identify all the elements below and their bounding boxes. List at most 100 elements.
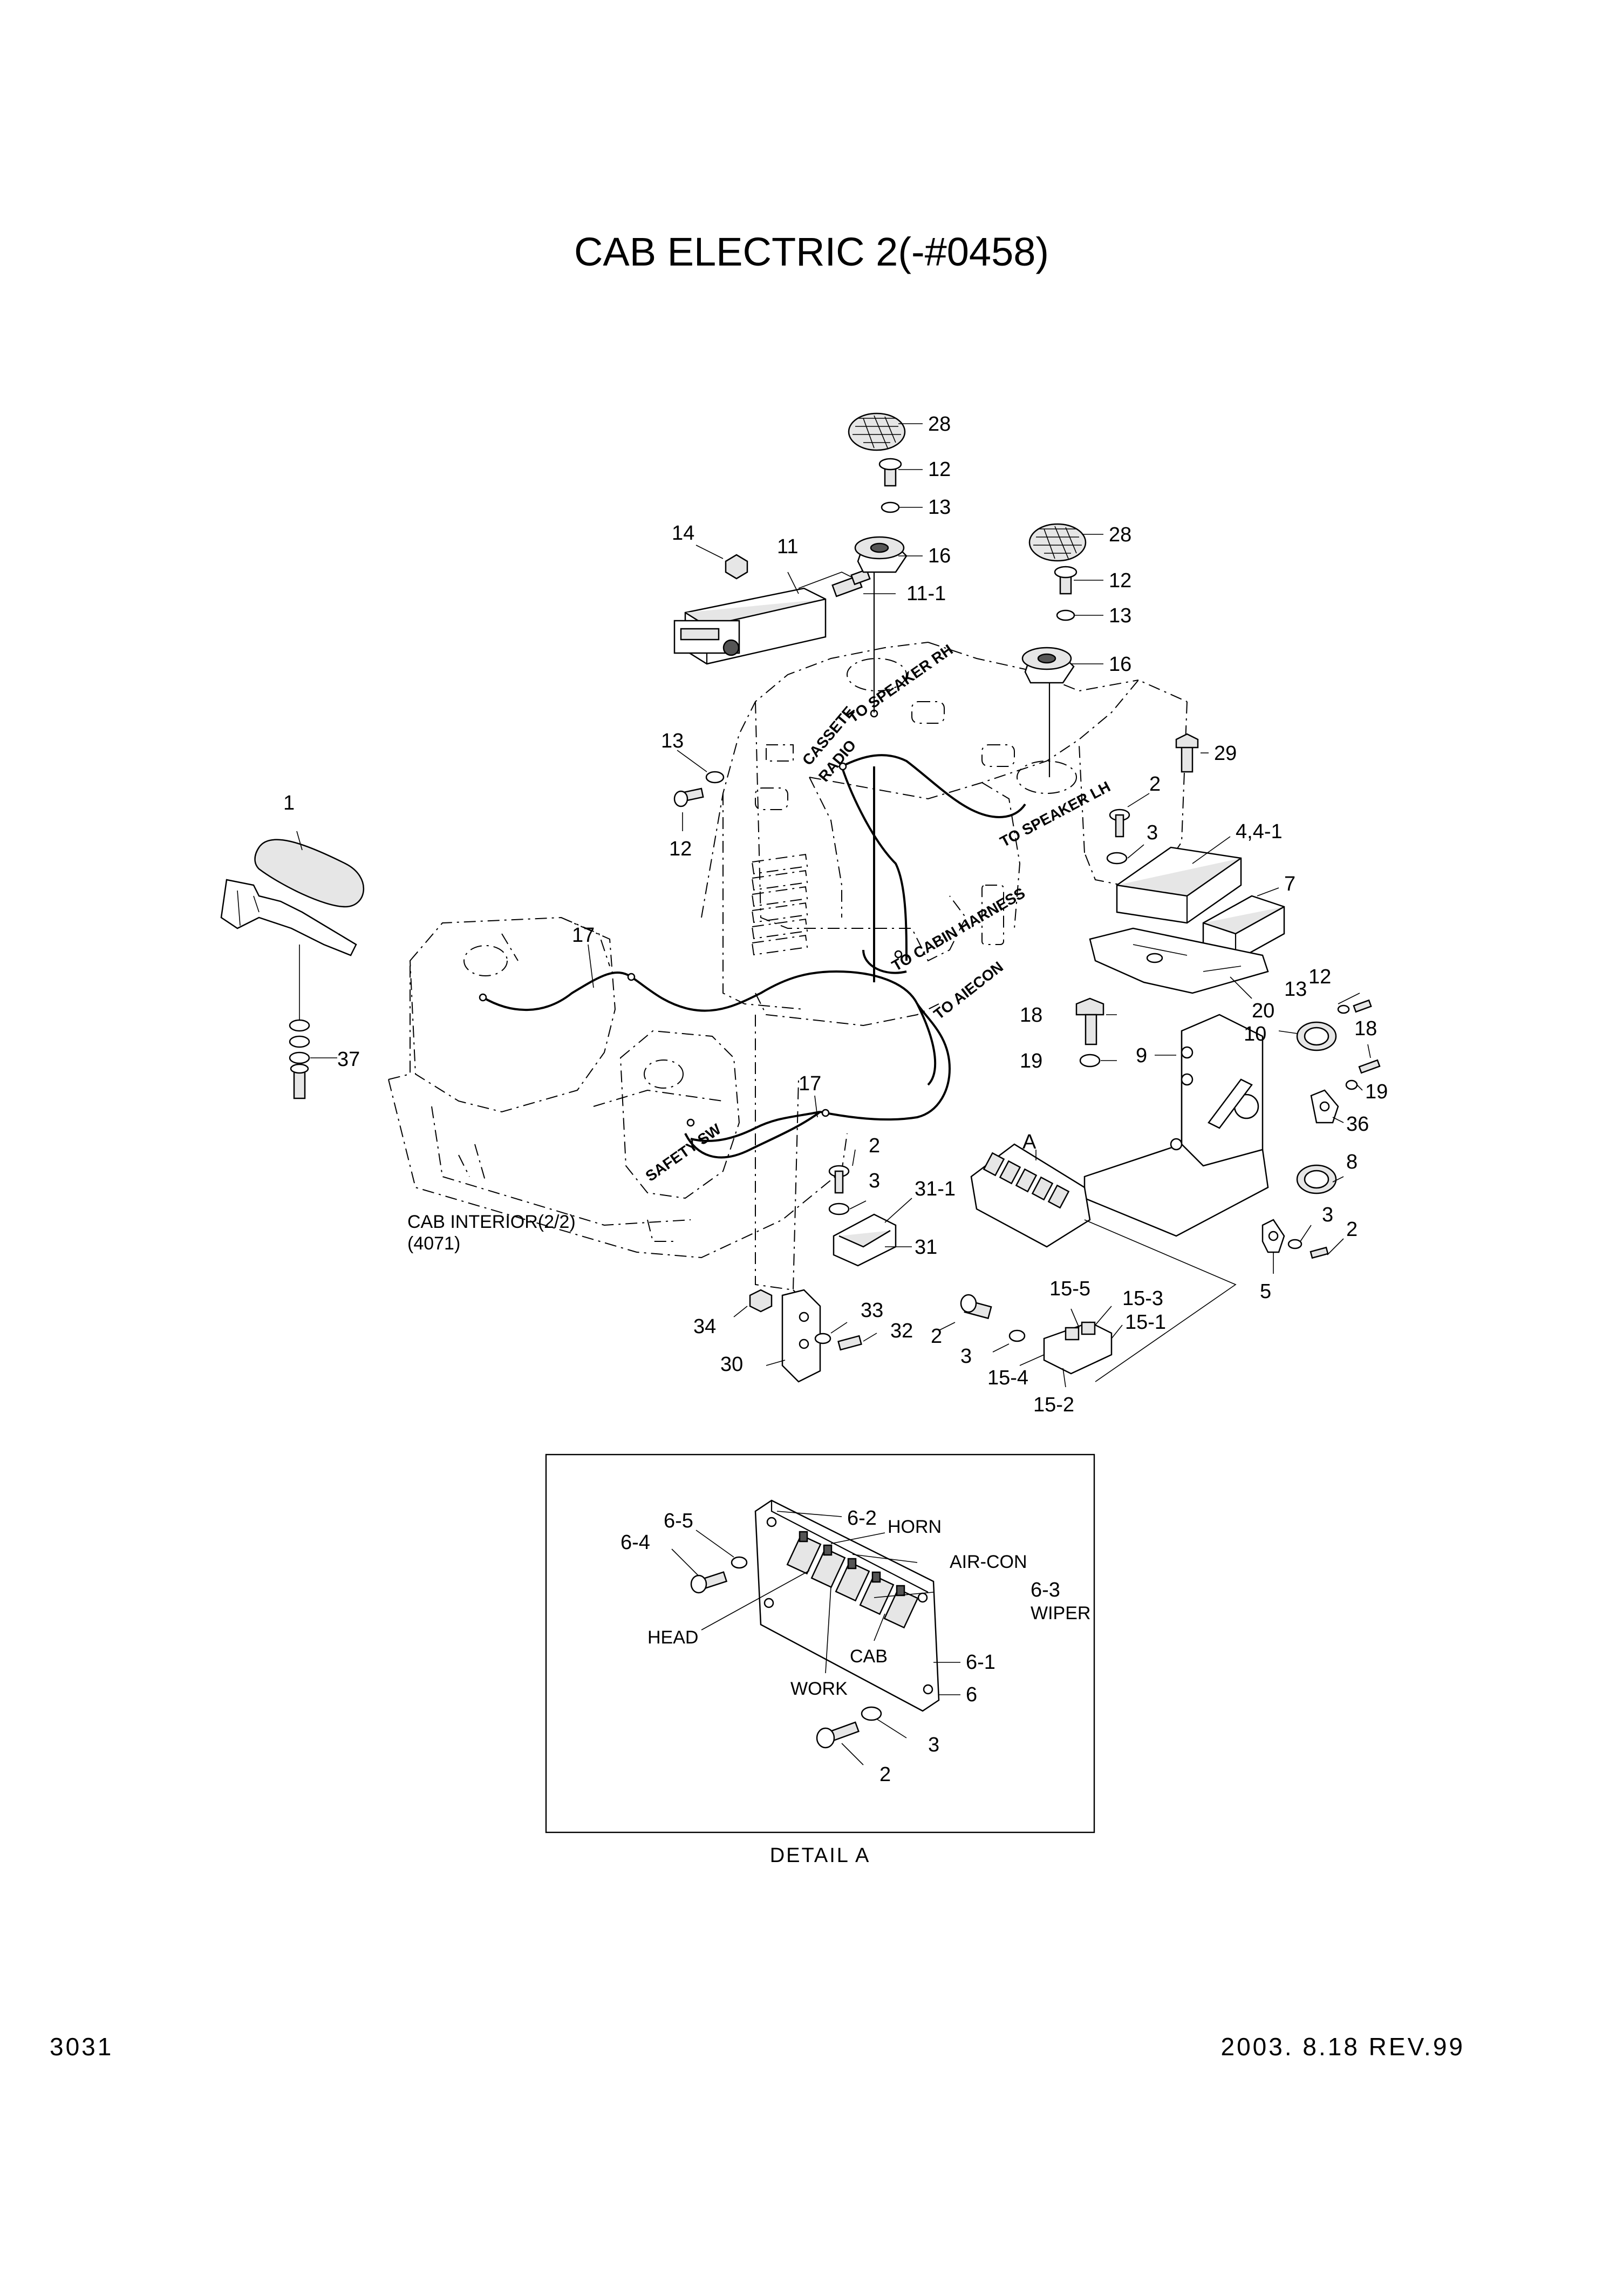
callout: 33: [861, 1299, 883, 1322]
speaker-assembly-upper: [848, 412, 908, 712]
callout: 18: [1354, 1017, 1377, 1040]
callout: 4,4-1: [1236, 820, 1283, 843]
callout: 13: [661, 730, 684, 752]
callout: 18: [1020, 1004, 1042, 1027]
callout: 3: [1322, 1204, 1333, 1226]
callout: 32: [890, 1320, 913, 1342]
wire-label-speaker-rh: TO SPEAKER RH: [845, 641, 956, 726]
part-15-switch-assembly: [960, 1294, 1113, 1375]
callout: 17: [799, 1072, 821, 1095]
part-7-relay-box: [1202, 895, 1285, 962]
callout: 29: [1214, 742, 1237, 765]
part-20-plate: [1089, 927, 1269, 994]
callout: 14: [672, 522, 694, 545]
callout: 11: [777, 535, 798, 558]
callout: 6-4: [620, 1531, 650, 1554]
callout: 37: [337, 1048, 360, 1071]
callout: 6-3: [1031, 1579, 1060, 1601]
callout: 17: [572, 924, 595, 947]
page-number: 3031: [50, 2033, 113, 2061]
callout: 19: [1365, 1081, 1388, 1103]
callout: 16: [928, 545, 951, 567]
callout: 3: [928, 1734, 939, 1756]
part-11-cassette-radio: [673, 572, 858, 665]
callout: 2: [931, 1325, 942, 1348]
callout: 3: [869, 1170, 880, 1192]
callout: 34: [693, 1315, 716, 1338]
callout: 2: [869, 1135, 880, 1157]
part-8-grommet: [1296, 1164, 1337, 1194]
callout: 13: [1109, 604, 1131, 627]
switch-label-aircon: AIR-CON: [950, 1552, 1027, 1572]
callout: 15-5: [1049, 1278, 1090, 1300]
detail-a-frame: 6-5 6-4 6-2 6-3 6-1 6 3 2 HORN AIR-CON W…: [545, 1453, 1095, 1833]
callout: 12: [1308, 966, 1331, 988]
revision-date: 2003. 8.18 REV.99: [1220, 2033, 1465, 2061]
wire-label-cabin-harness: TO CABIN HARNESS: [889, 885, 1028, 975]
callout: 12: [928, 458, 951, 481]
switch-label-horn: HORN: [888, 1517, 942, 1537]
callout: 28: [928, 413, 951, 436]
callout: 8: [1346, 1151, 1358, 1173]
part-29-bolt: [1175, 733, 1199, 773]
part-11-1-connector: [831, 568, 871, 597]
callout: 3: [1147, 821, 1158, 844]
part-9-bracket: [1083, 1014, 1269, 1237]
callout: 31: [915, 1236, 937, 1259]
switch-label-head: HEAD: [647, 1627, 698, 1648]
callout: 11-1: [906, 582, 946, 605]
panel-vent-slots: [751, 854, 808, 955]
callout-numbers: 1 37 17 17 14 11 11-1 28 12 13 16 28 12 …: [283, 413, 1388, 1416]
reference-note-line1: CAB INTERIOR(2/2): [407, 1212, 576, 1232]
callout: A: [1022, 1131, 1036, 1153]
callout: 16: [1109, 653, 1131, 676]
part-37-bolt-washers: [289, 1019, 310, 1099]
callout: 2: [1149, 773, 1161, 796]
callout: 15-2: [1033, 1394, 1074, 1416]
part-2-3-screw-washer-upper: [1106, 809, 1130, 865]
callout: 15-3: [1122, 1287, 1163, 1310]
part-4-control-unit: [1116, 846, 1242, 924]
detail-a-caption: DETAIL A: [770, 1844, 871, 1867]
detail-a-screw-lower: [816, 1706, 882, 1749]
part-13-12-screw-left: [673, 771, 725, 807]
detail-a-switch-panel: [754, 1499, 940, 1712]
callout: 13: [928, 496, 951, 519]
part-5-clip: [1261, 1219, 1329, 1259]
callout: 6: [966, 1683, 977, 1706]
switch-label-cab: CAB: [850, 1646, 888, 1667]
part-31-switch: [828, 1165, 897, 1267]
callout: 28: [1109, 524, 1131, 546]
switch-label-work: WORK: [790, 1679, 848, 1699]
callout: 3: [960, 1345, 972, 1368]
part-14-nut: [725, 554, 748, 580]
callout: 1: [283, 792, 295, 814]
part-10-grommet: [1296, 1021, 1337, 1051]
callout: 2: [1346, 1218, 1358, 1241]
reference-note-line2: (4071): [407, 1233, 460, 1254]
callout: 6-2: [847, 1507, 877, 1530]
callout: 2: [879, 1763, 891, 1786]
page-title: CAB ELECTRIC 2(-#0458): [574, 229, 1049, 274]
part-30-bracket: [749, 1289, 862, 1383]
switch-label-wiper: WIPER: [1031, 1603, 1090, 1623]
callout: 7: [1284, 873, 1295, 895]
callout: 19: [1020, 1050, 1042, 1072]
callout: 12: [1109, 569, 1131, 592]
part-36-clip: [1310, 1089, 1339, 1124]
detail-a-rocker-switches: [786, 1531, 919, 1629]
part-13-12-screw-right: [1337, 999, 1372, 1014]
callout: 5: [1260, 1280, 1271, 1303]
callout: 9: [1136, 1044, 1147, 1067]
part-18-19-bolt-washer: [1075, 997, 1104, 1068]
callout: 12: [669, 838, 692, 860]
callout: 31-1: [915, 1178, 956, 1200]
wire-label-safety-sw: SAFETY SW: [643, 1120, 725, 1185]
callout: 15-4: [987, 1367, 1028, 1389]
callout: 30: [720, 1353, 743, 1376]
callout: 13: [1284, 978, 1307, 1001]
callout: 6-5: [664, 1510, 693, 1532]
callout: 10: [1244, 1023, 1266, 1045]
callout: 20: [1252, 1000, 1274, 1022]
